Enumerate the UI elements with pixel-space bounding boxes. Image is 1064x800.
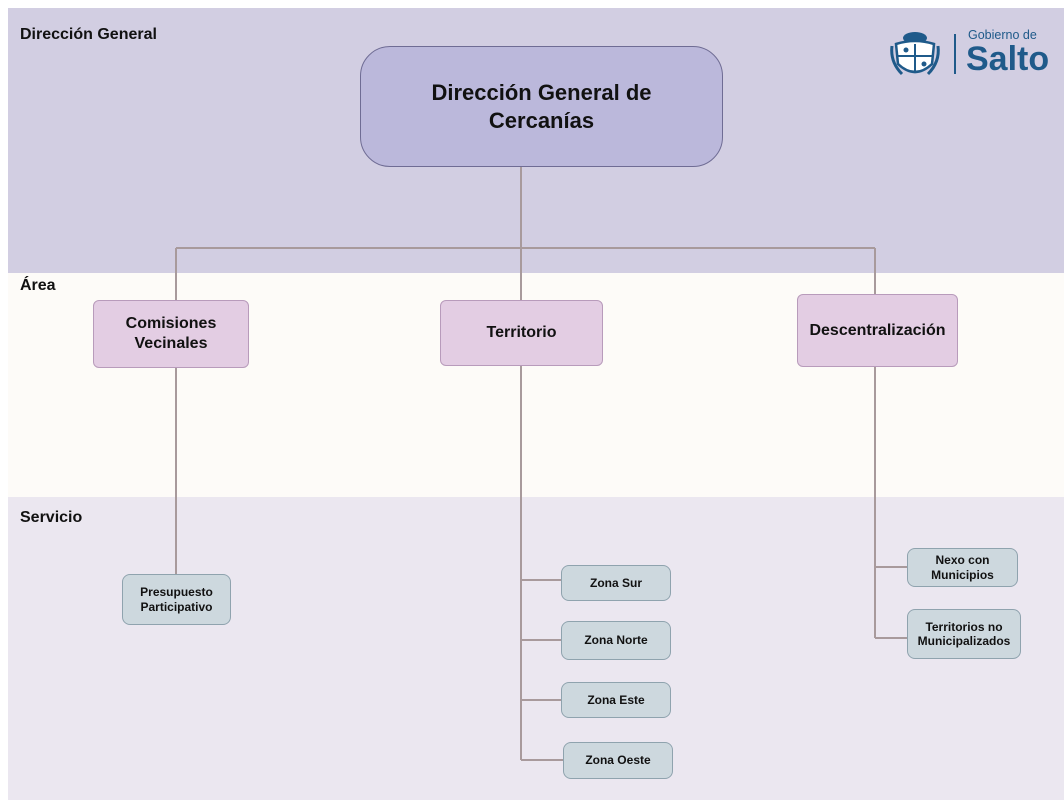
band-label-direccion-general: Dirección General [20,26,157,43]
logo-divider [954,34,956,74]
node-zona-sur: Zona Sur [561,565,671,601]
node-comisiones-vecinales: Comisiones Vecinales [93,300,249,368]
logo-subtitle: Gobierno de [968,28,1037,42]
node-territorios-no-municipalizados: Territorios no Municipalizados [907,609,1021,659]
node-zona-norte: Zona Norte [561,621,671,660]
logo-title: Salto [966,40,1050,78]
node-presupuesto-participativo: Presupuesto Participativo [122,574,231,625]
node-nexo-con-municipios: Nexo con Municipios [907,548,1018,587]
band-label-area: Área [20,277,56,294]
band-label-servicio: Servicio [20,509,83,526]
node-zona-este: Zona Este [561,682,671,718]
node-descentralizacion: Descentralización [797,294,958,367]
gobierno-de-salto-logo: Gobierno de Salto [886,28,1064,84]
node-zona-oeste: Zona Oeste [563,742,673,779]
node-direccion-general-de-cercanias: Dirección General de Cercanías [360,46,723,167]
node-territorio: Territorio [440,300,603,366]
coat-of-arms-icon [890,32,940,76]
band-servicio [8,497,1064,800]
